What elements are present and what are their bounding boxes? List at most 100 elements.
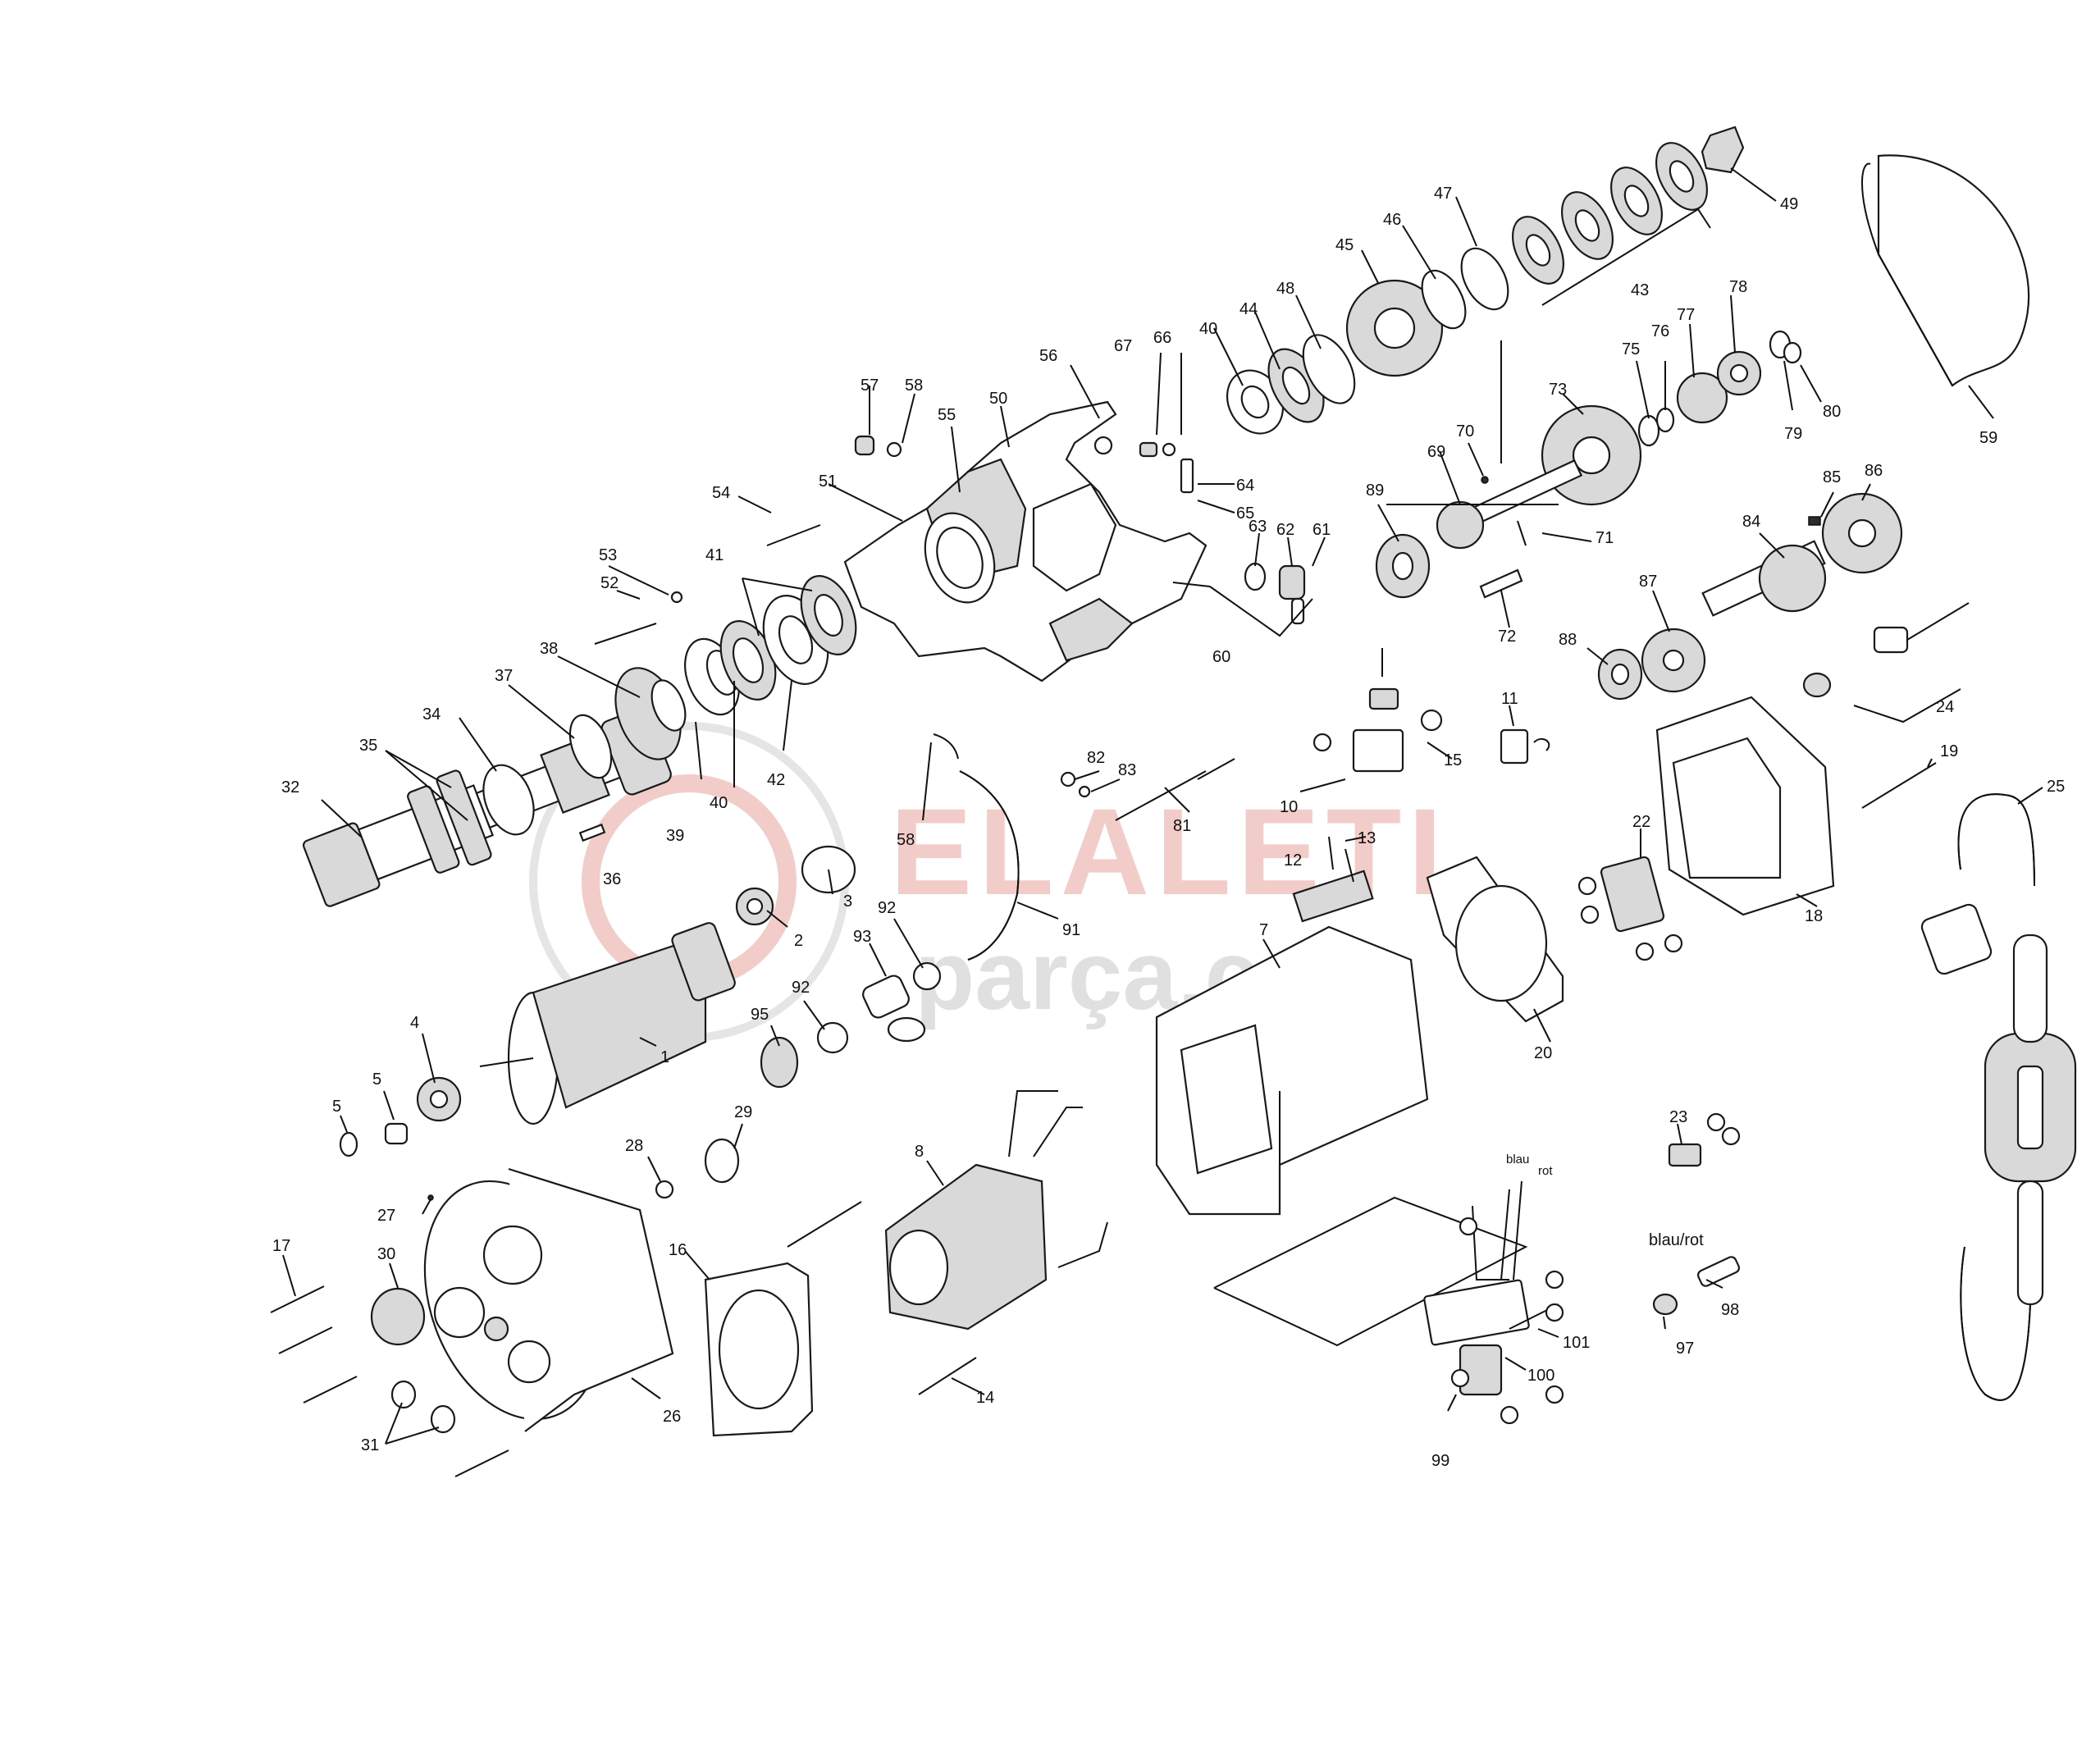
label-44: 44 <box>1239 300 1258 318</box>
armature-assembly <box>339 845 856 1157</box>
label-84: 84 <box>1742 513 1760 531</box>
capacitor-part <box>1668 1112 1741 1167</box>
label-89: 89 <box>1366 482 1384 500</box>
label-60: 60 <box>1212 648 1230 666</box>
label-18: 18 <box>1805 907 1823 925</box>
label-91: 91 <box>1062 921 1080 939</box>
label-71: 71 <box>1596 529 1614 547</box>
label-88: 88 <box>1559 631 1577 649</box>
label-39: 39 <box>666 827 684 845</box>
brush-holder-parts <box>1292 648 1550 923</box>
label-77: 77 <box>1677 306 1695 324</box>
fan-guard <box>1426 856 1564 1023</box>
label-3: 3 <box>843 892 852 911</box>
label-19: 19 <box>1940 742 1958 760</box>
label-16: 16 <box>669 1241 687 1259</box>
label-51: 51 <box>819 472 837 491</box>
label-92-upper: 92 <box>878 899 896 917</box>
label-87: 87 <box>1639 573 1657 591</box>
label-57: 57 <box>861 377 879 395</box>
label-2: 2 <box>794 932 803 950</box>
label-78: 78 <box>1729 278 1747 296</box>
leader-lines <box>282 167 2043 1445</box>
label-40-upper: 40 <box>1199 320 1217 338</box>
intermediate-shaft <box>1375 404 1642 599</box>
label-85: 85 <box>1823 468 1841 486</box>
label-28: 28 <box>625 1137 643 1155</box>
label-32: 32 <box>281 778 299 797</box>
label-100: 100 <box>1527 1367 1554 1385</box>
label-99: 99 <box>1431 1452 1449 1470</box>
label-45: 45 <box>1335 236 1354 254</box>
counter-shaft-stack <box>1226 126 1745 435</box>
label-7: 7 <box>1259 921 1268 939</box>
label-69: 69 <box>1427 443 1445 461</box>
small-gear-set <box>1637 330 1802 447</box>
label-65: 65 <box>1236 504 1254 523</box>
label-95: 95 <box>751 1006 769 1024</box>
label-46: 46 <box>1383 211 1401 229</box>
label-47: 47 <box>1434 185 1452 203</box>
label-59: 59 <box>1979 429 1997 447</box>
label-70: 70 <box>1456 422 1474 441</box>
coupling-parts <box>760 961 942 1089</box>
label-5-upper: 5 <box>372 1071 381 1089</box>
label-81: 81 <box>1173 817 1191 835</box>
hose-part <box>933 733 1020 961</box>
label-8: 8 <box>915 1143 924 1161</box>
label-62: 62 <box>1276 521 1294 539</box>
label-73: 73 <box>1549 381 1567 399</box>
label-83: 83 <box>1118 761 1136 779</box>
label-14: 14 <box>976 1389 994 1407</box>
power-cord <box>1920 793 2077 1401</box>
label-98: 98 <box>1721 1301 1739 1319</box>
label-37: 37 <box>495 667 513 685</box>
gear-housing <box>843 400 1208 682</box>
label-58-lower: 58 <box>897 831 915 849</box>
small-fasteners <box>594 435 1194 645</box>
label-41: 41 <box>705 546 724 564</box>
label-36: 36 <box>603 870 621 888</box>
label-79: 79 <box>1784 425 1802 443</box>
label-61: 61 <box>1312 521 1331 539</box>
long-screw <box>1861 762 1937 809</box>
label-23: 23 <box>1669 1108 1687 1126</box>
baffle-plate <box>704 1262 814 1437</box>
label-wire-rot: rot <box>1538 1164 1553 1178</box>
label-64: 64 <box>1236 477 1254 495</box>
label-54: 54 <box>712 484 730 502</box>
label-31: 31 <box>361 1436 379 1454</box>
label-80: 80 <box>1823 403 1841 421</box>
motor-end-cover <box>270 1138 740 1477</box>
label-56: 56 <box>1039 347 1057 365</box>
label-29: 29 <box>734 1103 752 1121</box>
label-26: 26 <box>663 1408 681 1426</box>
label-1: 1 <box>660 1048 669 1066</box>
rear-housing <box>1655 696 1835 916</box>
label-92-lower: 92 <box>792 979 810 997</box>
label-50: 50 <box>989 390 1007 408</box>
label-27: 27 <box>377 1207 395 1225</box>
label-48-lower: 48 <box>1276 280 1294 298</box>
label-24: 24 <box>1936 698 1954 716</box>
label-67: 67 <box>1114 337 1132 355</box>
label-97: 97 <box>1676 1340 1694 1358</box>
label-40-lower: 40 <box>710 794 728 812</box>
label-10: 10 <box>1280 798 1298 816</box>
label-4: 4 <box>410 1014 419 1032</box>
label-63: 63 <box>1249 518 1267 536</box>
label-52: 52 <box>600 574 619 592</box>
electronic-module <box>1423 1180 1564 1425</box>
label-75: 75 <box>1622 340 1640 358</box>
label-wire-blau: blau <box>1506 1153 1529 1166</box>
label-wire-blau-rot: blau/rot <box>1649 1231 1704 1249</box>
label-53: 53 <box>599 546 617 564</box>
label-38: 38 <box>540 640 558 658</box>
label-11: 11 <box>1501 690 1518 708</box>
label-20: 20 <box>1534 1044 1552 1062</box>
label-49: 49 <box>1780 195 1798 213</box>
label-12: 12 <box>1284 851 1302 870</box>
label-55: 55 <box>938 406 956 424</box>
label-17: 17 <box>272 1237 290 1255</box>
